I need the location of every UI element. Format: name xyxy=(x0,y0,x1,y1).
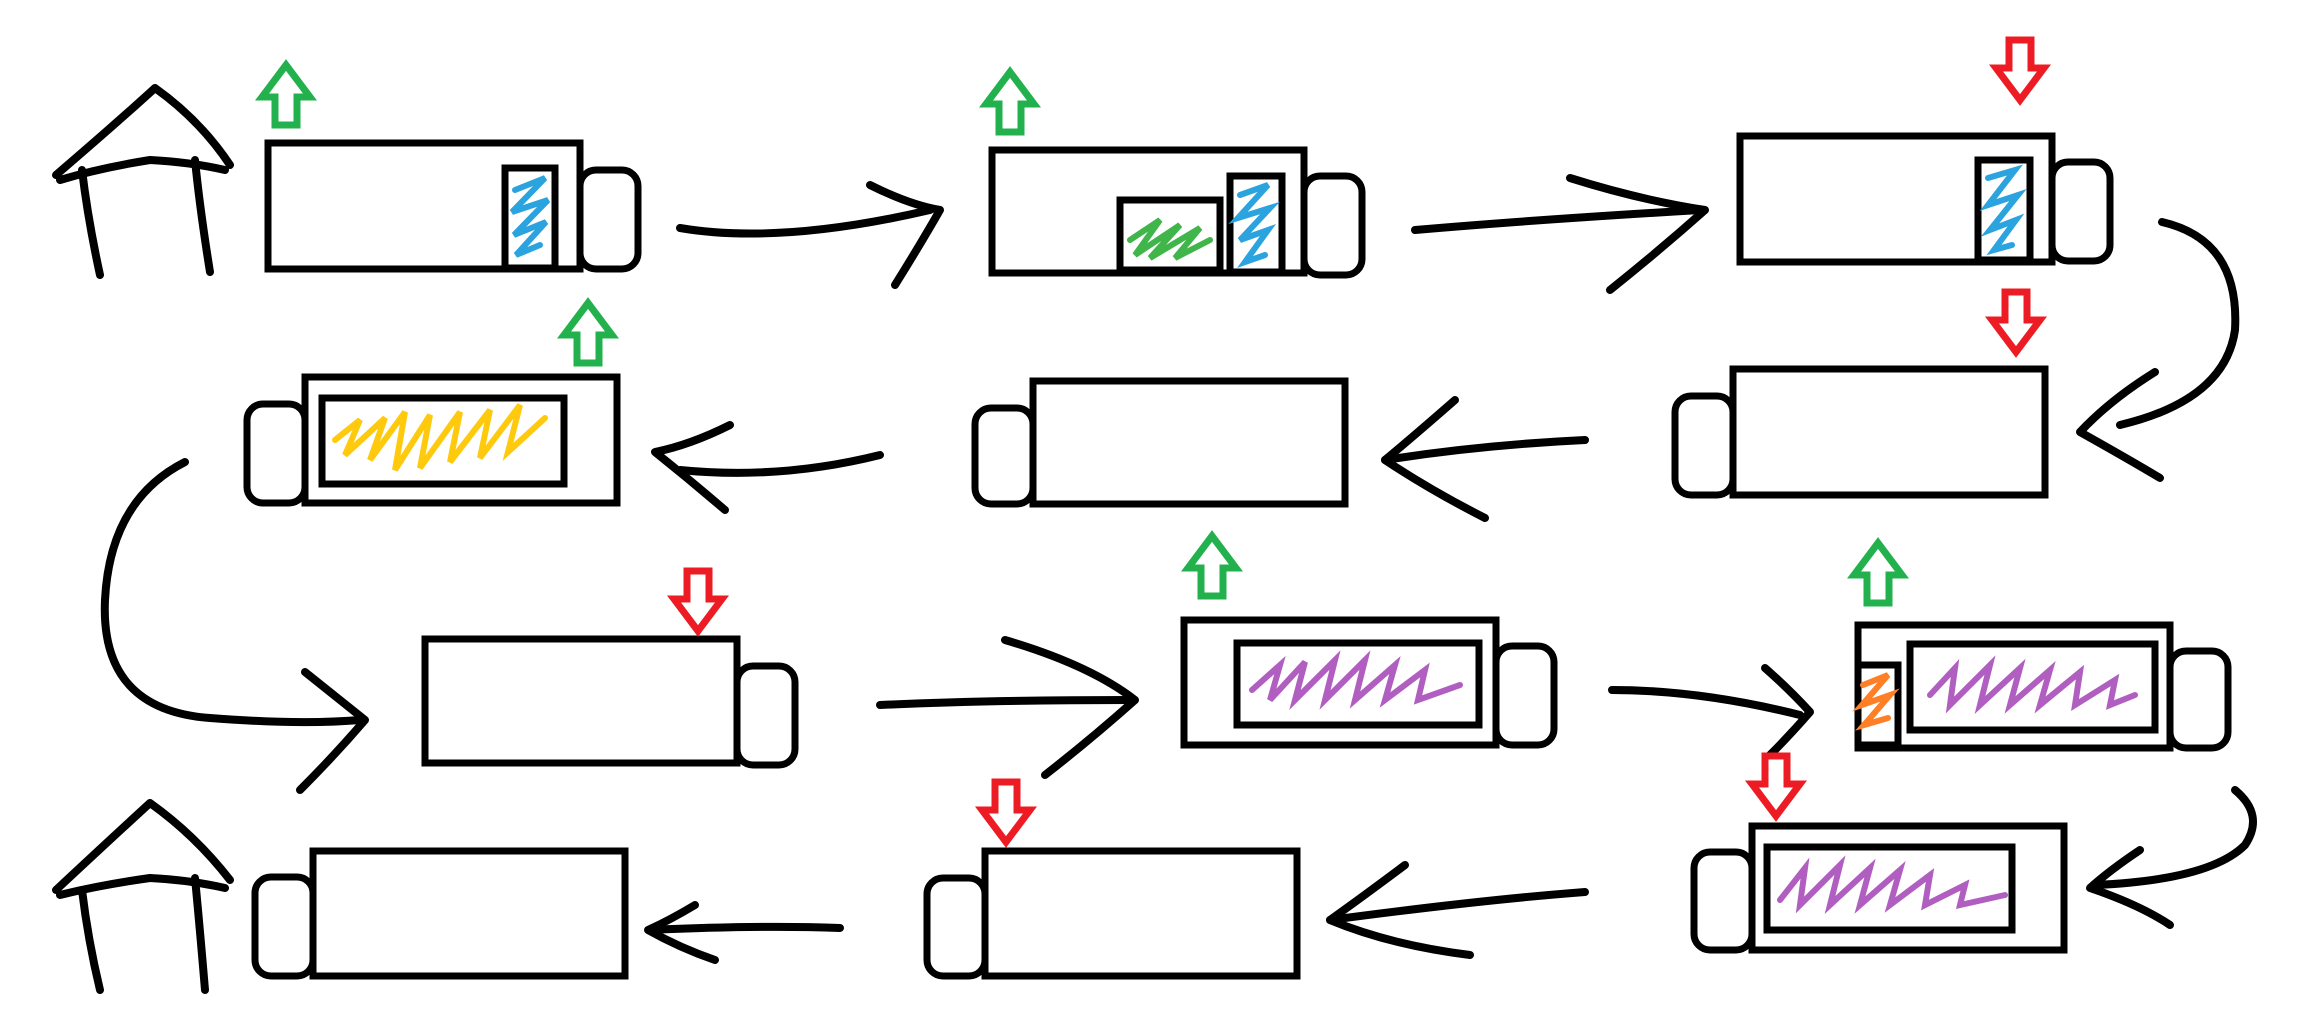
truck-step-4 xyxy=(1671,365,2049,499)
up-arrow-icon xyxy=(262,65,310,125)
truck-step-12 xyxy=(251,847,629,980)
truck-cab xyxy=(923,874,989,980)
down-arrow-icon xyxy=(674,571,722,631)
flow-arrow-icon xyxy=(644,901,844,964)
truck-body xyxy=(981,847,1301,980)
purple-cargo-scribble xyxy=(1777,855,2008,915)
truck-step-7 xyxy=(421,635,799,769)
cargo-box-yellow xyxy=(318,394,568,488)
blue-cargo-scribble xyxy=(1979,164,2027,256)
purple-cargo-scribble xyxy=(1927,655,2138,715)
truck-body xyxy=(309,847,629,980)
green-cargo-scribble xyxy=(1127,217,1213,261)
truck-cab xyxy=(1492,642,1558,749)
house-icon-end xyxy=(52,799,234,994)
truck-cab xyxy=(733,662,799,769)
truck-step-5 xyxy=(971,377,1349,508)
truck-cab xyxy=(251,873,317,980)
up-arrow-icon xyxy=(1854,543,1902,603)
flow-arrow-icon xyxy=(876,636,1139,779)
truck-step-2 xyxy=(988,146,1366,279)
truck-cab xyxy=(1671,392,1737,499)
flow-arrow-icon xyxy=(100,458,369,794)
down-arrow-icon xyxy=(982,782,1030,842)
truck-cab xyxy=(2048,158,2114,265)
yellow-cargo-scribble xyxy=(332,403,548,472)
truck-step-8 xyxy=(1180,616,1558,749)
cargo-box-green xyxy=(1116,196,1224,274)
truck-step-10 xyxy=(1690,822,2068,954)
truck-body xyxy=(1729,365,2049,499)
truck-cab xyxy=(1690,848,1756,954)
cargo-box-blue xyxy=(1226,172,1286,276)
flow-arrow-icon xyxy=(2076,218,2240,482)
up-arrow-icon xyxy=(564,303,612,363)
down-arrow-icon xyxy=(1752,756,1800,816)
truck-step-6 xyxy=(243,373,621,507)
flow-arrow-icon xyxy=(2086,786,2257,929)
truck-cab xyxy=(971,404,1037,508)
flow-arrow-icon xyxy=(651,421,884,514)
orange-cargo-scribble xyxy=(1852,672,1900,731)
truck-cab xyxy=(243,400,309,507)
truck-step-11 xyxy=(923,847,1301,980)
flow-arrow-icon xyxy=(1411,174,1709,294)
flow-arrow-icon xyxy=(1326,861,1589,959)
up-arrow-icon xyxy=(1188,536,1236,596)
truck-cab xyxy=(1300,172,1366,279)
down-arrow-icon xyxy=(1992,292,2040,352)
down-arrow-icon xyxy=(1996,40,2044,100)
cargo-box-blue xyxy=(501,164,559,272)
truck-cab xyxy=(2166,647,2232,752)
truck-step-3 xyxy=(1736,132,2114,266)
cargo-box-purple xyxy=(1233,639,1483,729)
blue-cargo-scribble xyxy=(1228,182,1280,268)
flow-arrow-icon xyxy=(1608,664,1814,759)
cargo-box-orange xyxy=(1854,661,1902,749)
flow-arrow-icon xyxy=(676,181,944,289)
cargo-box-purple xyxy=(1763,843,2016,934)
truck-body xyxy=(1029,377,1349,508)
truck-cab xyxy=(576,166,642,273)
purple-cargo-scribble xyxy=(1249,650,1463,710)
flow-arrow-icon xyxy=(1381,396,1589,522)
cargo-box-blue xyxy=(1974,156,2034,264)
truck-body xyxy=(421,635,741,767)
house-icon-start xyxy=(52,84,234,279)
truck-step-9 xyxy=(1854,621,2232,752)
cargo-box-purple xyxy=(1906,640,2159,734)
up-arrow-icon xyxy=(986,72,1034,132)
blue-cargo-scribble xyxy=(509,175,551,258)
truck-step-1 xyxy=(264,139,642,273)
